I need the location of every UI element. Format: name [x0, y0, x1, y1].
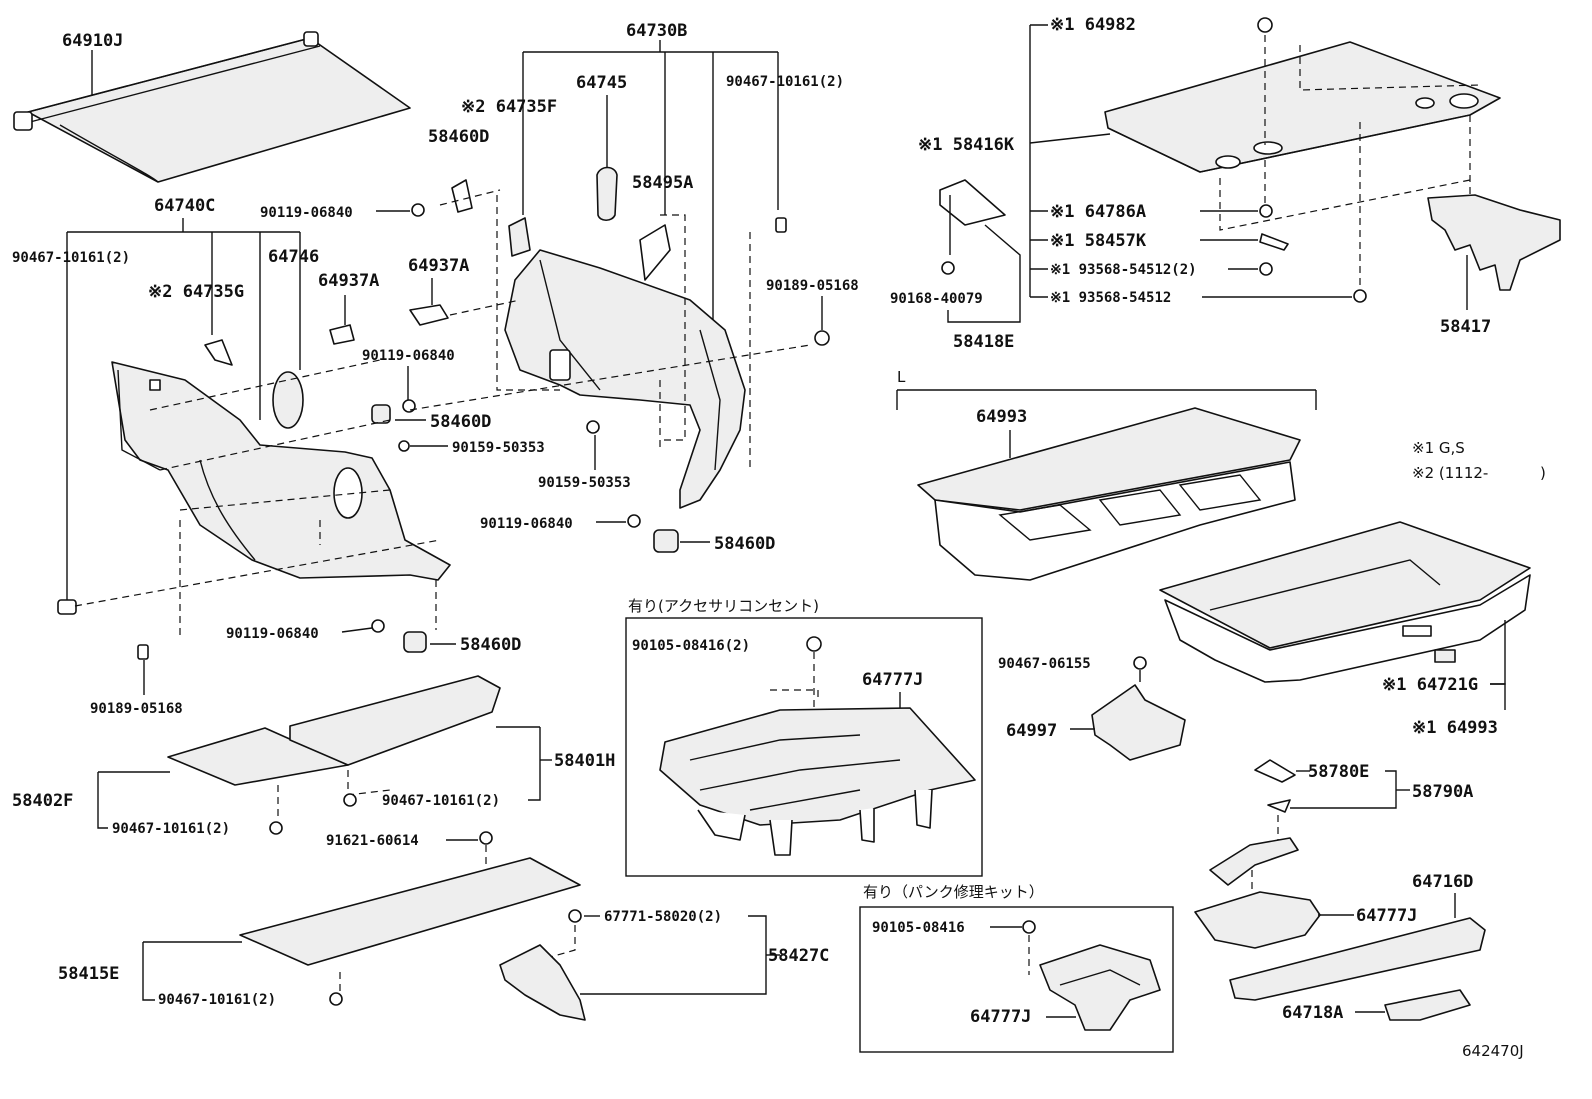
label-64746: 64746	[268, 247, 319, 267]
label-58415E: 58415E	[58, 964, 119, 984]
left-quarter-trim	[111, 361, 451, 581]
label-58460D-d: 58460D	[460, 635, 521, 655]
label-64777J-c: 64777J	[1356, 906, 1417, 926]
caption-puncture-kit: 有り（パンク修理キット）	[863, 883, 1044, 901]
label-90159-50353-a: 90159-50353	[452, 440, 545, 456]
label-90119-06840-b: 90119-06840	[260, 205, 353, 221]
label-90119-06840-c: 90119-06840	[480, 516, 573, 532]
label-90159-50353-b: 90159-50353	[538, 475, 631, 491]
label-64740C: 64740C	[154, 196, 215, 216]
label-90189-05168-a: 90189-05168	[766, 278, 859, 294]
label-91621-60614: 91621-60614	[326, 833, 419, 849]
label-90467-06155: 90467-06155	[998, 656, 1091, 672]
label-93568-54512-a: ※1 93568-54512(2)	[1050, 262, 1197, 278]
label-64993-a: 64993	[976, 407, 1027, 427]
label-64745: 64745	[576, 73, 627, 93]
label-58495A: 58495A	[632, 173, 693, 193]
deck-board	[1104, 41, 1501, 173]
box-puncture-kit	[859, 906, 1174, 1053]
label-64777J-a: 64777J	[862, 670, 923, 690]
label-90467-10161-e: 90467-10161(2)	[112, 821, 230, 837]
label-64997: 64997	[1006, 721, 1057, 741]
label-58780E: 58780E	[1308, 762, 1369, 782]
label-90467-10161-a: 90467-10161(2)	[12, 250, 130, 266]
label-64735G: ※2 64735G	[148, 282, 244, 302]
box-accessory-outlet	[625, 617, 983, 877]
note-2: ※2 (1112-	[1412, 464, 1488, 482]
label-58460D-b: 58460D	[428, 127, 489, 147]
label-58790A: 58790A	[1412, 782, 1473, 802]
label-58416K: ※1 58416K	[918, 135, 1015, 155]
corner-mark: L	[897, 368, 906, 386]
label-58417: 58417	[1440, 317, 1491, 337]
label-90105-08416-b: 90105-08416	[872, 920, 965, 936]
accessory-tray	[659, 707, 976, 856]
label-90467-10161-d: 90467-10161(2)	[382, 793, 500, 809]
label-64910J: 64910J	[62, 31, 123, 51]
label-90467-10161-b: 90467-10161(2)	[726, 74, 844, 90]
label-90105-08416-a: 90105-08416(2)	[632, 638, 750, 654]
label-58460D-c: 58460D	[714, 534, 775, 554]
label-58427C: 58427C	[768, 946, 829, 966]
label-64937A-left: 64937A	[318, 271, 379, 291]
label-64716D: 64716D	[1412, 872, 1473, 892]
label-64982: ※1 64982	[1050, 15, 1136, 35]
label-93568-54512-b: ※1 93568-54512	[1050, 290, 1171, 306]
label-90189-05168-b: 90189-05168	[90, 701, 183, 717]
label-58401H: 58401H	[554, 751, 615, 771]
label-58460D-a: 58460D	[430, 412, 491, 432]
tonneau-cover	[13, 31, 411, 183]
label-67771-58020: 67771-58020(2)	[604, 909, 722, 925]
label-64786A: ※1 64786A	[1050, 202, 1146, 222]
label-58402F: 58402F	[12, 791, 73, 811]
label-90168-40079: 90168-40079	[890, 291, 983, 307]
label-64730B: 64730B	[626, 21, 687, 41]
note-2-close: )	[1540, 464, 1546, 482]
upper-tray	[917, 407, 1301, 581]
label-90119-06840-d: 90119-06840	[226, 626, 319, 642]
label-90467-10161-f: 90467-10161(2)	[158, 992, 276, 1008]
label-64735F: ※2 64735F	[461, 97, 557, 117]
label-64718A: 64718A	[1282, 1003, 1343, 1023]
label-64721G: ※1 64721G	[1382, 675, 1478, 695]
label-64937A-right: 64937A	[408, 256, 469, 276]
label-58418E: 58418E	[953, 332, 1014, 352]
label-58457K: ※1 58457K	[1050, 231, 1147, 251]
lower-tray	[1159, 521, 1531, 683]
figure-id: 642470J	[1462, 1042, 1524, 1060]
right-quarter-trim	[504, 249, 746, 509]
note-1: ※1 G,S	[1412, 439, 1465, 457]
caption-accessory-outlet: 有り(アクセサリコンセント)	[628, 597, 819, 615]
label-64777J-b: 64777J	[970, 1007, 1031, 1027]
puncture-kit-holder	[1039, 944, 1161, 1031]
label-90119-06840-a: 90119-06840	[362, 348, 455, 364]
label-64993-b: ※1 64993	[1412, 718, 1498, 738]
